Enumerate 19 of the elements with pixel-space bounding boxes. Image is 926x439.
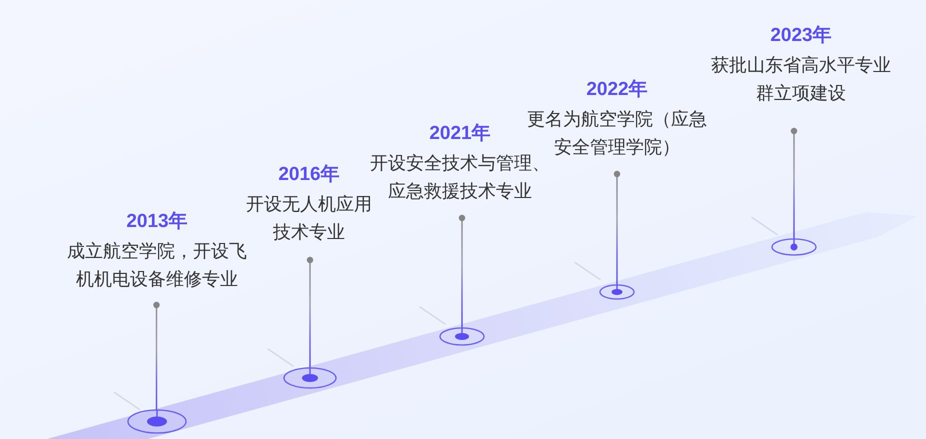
year-label: 2016年 [278, 163, 340, 187]
year-label: 2021年 [429, 122, 491, 146]
milestone-marker [439, 326, 485, 346]
milestone-marker [126, 409, 186, 434]
milestone-description: 获批山东省高水平专业群立项建设 [710, 54, 892, 106]
year-label: 2022年 [586, 78, 648, 102]
milestone-marker [771, 238, 817, 256]
milestone-description: 开设安全技术与管理、应急救援技术专业 [370, 152, 551, 204]
pin-line [153, 302, 160, 410]
milestone-marker [599, 284, 635, 300]
year-label: 2013年 [126, 210, 188, 234]
milestone-description: 成立航空学院，开设飞机机电设备维修专业 [66, 240, 248, 292]
pin-line [790, 128, 798, 238]
pin-line [306, 256, 314, 368]
pin-line [458, 214, 466, 328]
milestone-marker [283, 367, 337, 389]
milestone-description: 开设无人机应用技术专业 [246, 193, 373, 243]
pin-line [614, 170, 620, 284]
year-label: 2023年 [770, 24, 832, 48]
